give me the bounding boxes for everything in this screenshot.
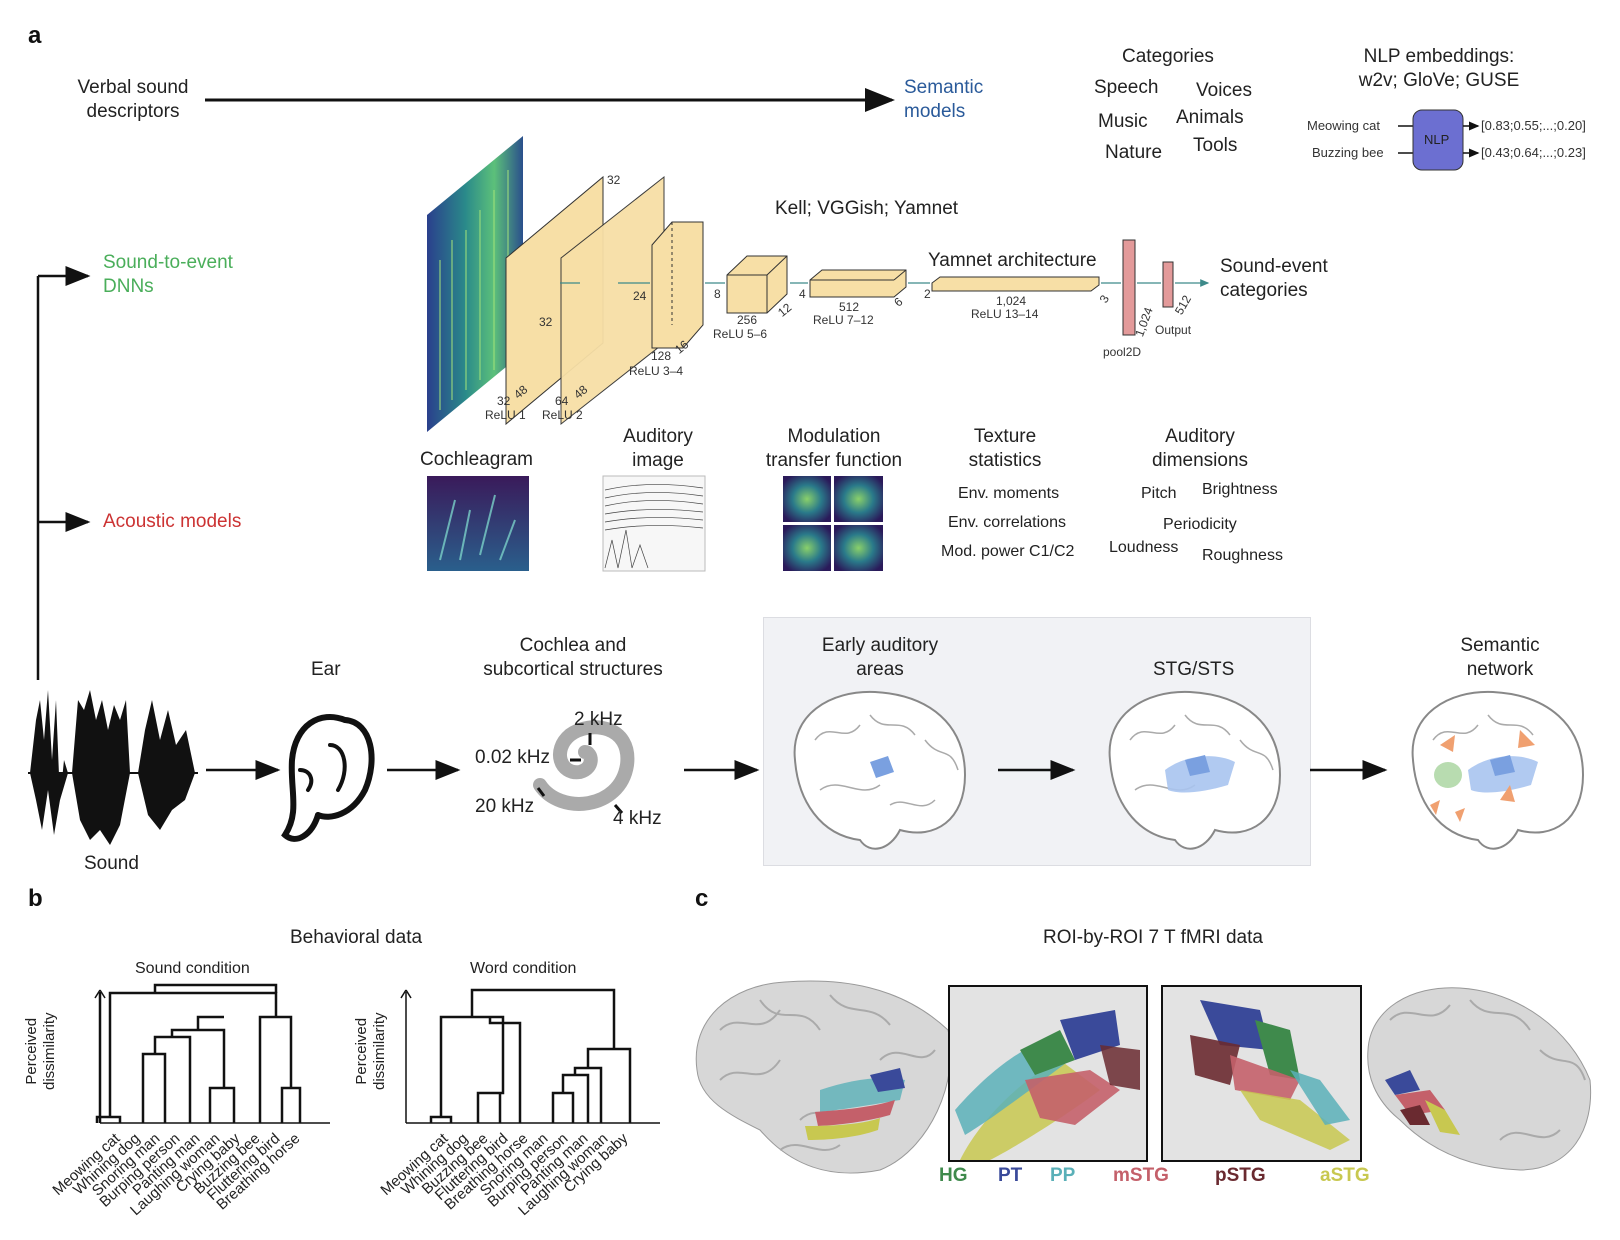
freq-label: 20 kHz bbox=[475, 796, 535, 817]
cochleagram-label: Cochleagram bbox=[420, 449, 533, 470]
roi-legend-item: mSTG bbox=[1113, 1165, 1169, 1186]
dimension-item: Roughness bbox=[1202, 547, 1283, 564]
brain-semantic bbox=[1411, 690, 1585, 850]
dimension-item: Brightness bbox=[1202, 481, 1278, 498]
mtf-image-2 bbox=[834, 476, 883, 522]
category-music: Music bbox=[1098, 111, 1148, 132]
dimension-item: Periodicity bbox=[1163, 516, 1237, 533]
freq-label: 2 kHz bbox=[574, 709, 623, 730]
roi-legend-item: PP bbox=[1050, 1165, 1076, 1186]
dim-label: 32 bbox=[539, 315, 553, 329]
ear-label: Ear bbox=[311, 659, 341, 680]
stg-sts-label: STG/STS bbox=[1153, 659, 1235, 680]
auditory-image bbox=[602, 475, 706, 572]
dim-label: 8 bbox=[714, 287, 721, 301]
nlp-output-2: [0.43;0.64;...;0.23] bbox=[1481, 145, 1586, 160]
roi-legend-item: PT bbox=[998, 1165, 1023, 1186]
dim-label: 512 bbox=[839, 300, 860, 314]
dim-label: 32 bbox=[607, 173, 621, 187]
freq-label: 0.02 kHz bbox=[475, 747, 550, 768]
layer-label: pool2D bbox=[1103, 345, 1142, 359]
dimension-item: Pitch bbox=[1141, 485, 1177, 502]
category-animals: Animals bbox=[1176, 107, 1244, 128]
layer-label: ReLU 7–12 bbox=[813, 313, 874, 327]
texture-item: Mod. power C1/C2 bbox=[941, 543, 1075, 560]
dendrogram-word bbox=[400, 988, 660, 1124]
category-nature: Nature bbox=[1105, 142, 1163, 163]
dim-label: 128 bbox=[651, 349, 672, 363]
nlp-input-buzzing: Buzzing bee bbox=[1312, 145, 1384, 160]
dim-label: 4 bbox=[799, 287, 806, 301]
lateral-brain-right bbox=[1367, 987, 1592, 1171]
dim-label: 1,024 bbox=[996, 294, 1027, 308]
brain-early bbox=[793, 690, 967, 850]
category-voices: Voices bbox=[1196, 80, 1252, 101]
acoustic-models-label: Acoustic models bbox=[103, 511, 242, 532]
dim-label: 32 bbox=[497, 394, 511, 408]
nlp-box-label: NLP bbox=[1424, 132, 1450, 147]
texture-item: Env. correlations bbox=[948, 514, 1066, 531]
cochleagram-image bbox=[427, 476, 529, 571]
categories-title: Categories bbox=[1122, 46, 1214, 67]
dim-label: 64 bbox=[555, 394, 569, 408]
lateral-brain-left bbox=[695, 980, 952, 1174]
layer-label: ReLU 13–14 bbox=[971, 307, 1039, 321]
ear-icon bbox=[281, 713, 375, 842]
panel-letter-b: b bbox=[28, 885, 43, 912]
roi-legend-item: aSTG bbox=[1320, 1165, 1370, 1186]
roi-legend-item: HG bbox=[939, 1165, 968, 1186]
brain-stg bbox=[1108, 690, 1282, 850]
dim-label: 256 bbox=[737, 313, 758, 327]
yamnet-architecture-title: Yamnet architecture bbox=[928, 250, 1097, 271]
nlp-embeddings-title: NLP embeddings:w2v; GloVe; GUSE bbox=[1358, 46, 1520, 91]
panel-letter-c: c bbox=[695, 885, 709, 912]
layer-label: ReLU 3–4 bbox=[629, 364, 684, 378]
mtf-image-3 bbox=[783, 525, 831, 571]
category-tools: Tools bbox=[1193, 135, 1238, 156]
mtf-image-4 bbox=[834, 525, 883, 571]
dnn-models-list: Kell; VGGish; Yamnet bbox=[775, 198, 959, 219]
roi-legend-item: pSTG bbox=[1215, 1165, 1266, 1186]
inset-left-rois bbox=[955, 1010, 1140, 1160]
nlp-input-meowing: Meowing cat bbox=[1307, 118, 1380, 133]
layer-label: ReLU 2 bbox=[542, 408, 583, 422]
sound-label: Sound bbox=[84, 853, 139, 874]
dendrogram-sound bbox=[94, 983, 330, 1124]
cochlea-spiral bbox=[533, 720, 635, 811]
sound-waveform bbox=[28, 690, 198, 845]
spectrogram-input bbox=[427, 136, 523, 432]
layer-label: ReLU 1 bbox=[485, 408, 526, 422]
dimension-item: Loudness bbox=[1109, 539, 1179, 556]
word-condition-title: Word condition bbox=[470, 960, 577, 977]
panel-letter-a: a bbox=[28, 22, 42, 49]
layer-label: Output bbox=[1155, 323, 1192, 337]
inset-right-rois bbox=[1190, 1000, 1350, 1150]
behavioral-title: Behavioral data bbox=[290, 927, 423, 948]
freq-label: 4 kHz bbox=[613, 808, 662, 829]
layer-label: ReLU 5–6 bbox=[713, 327, 768, 341]
nlp-output-1: [0.83;0.55;...;0.20] bbox=[1481, 118, 1586, 133]
texture-item: Env. moments bbox=[958, 485, 1060, 502]
fmri-title: ROI-by-ROI 7 T fMRI data bbox=[1043, 927, 1263, 948]
dim-label: 24 bbox=[633, 289, 647, 303]
mtf-image-1 bbox=[783, 476, 831, 522]
category-speech: Speech bbox=[1094, 77, 1159, 98]
sound-condition-title: Sound condition bbox=[135, 960, 250, 977]
dim-label: 2 bbox=[924, 287, 931, 301]
